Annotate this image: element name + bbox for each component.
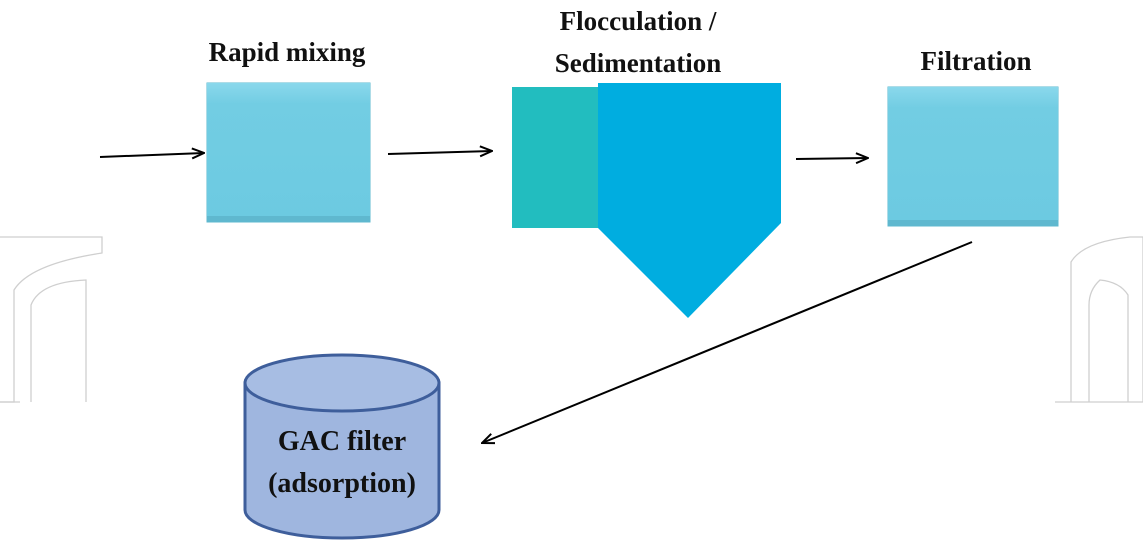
gac-filter-cylinder	[243, 353, 441, 540]
watermark-outline	[0, 236, 1143, 403]
filtration-to-gac-arrow	[482, 241, 973, 443]
mixing-to-flocculation-arrow	[387, 151, 492, 154]
rapid-mixing-label: Rapid mixing	[209, 37, 366, 67]
gac-filter-label: GAC filter	[278, 426, 406, 457]
filtration-box	[887, 86, 1059, 227]
gac-adsorption-label: (adsorption)	[268, 468, 416, 499]
sedimentation-label: Sedimentation	[555, 48, 722, 78]
inlet-arrow	[99, 153, 204, 157]
flocculation-label: Flocculation /	[560, 6, 717, 36]
filtration-label: Filtration	[921, 46, 1032, 76]
sedimentation-tank	[598, 83, 781, 318]
sedimentation-to-filtration-arrow	[795, 158, 868, 159]
rapid-mixing-box	[206, 82, 371, 223]
